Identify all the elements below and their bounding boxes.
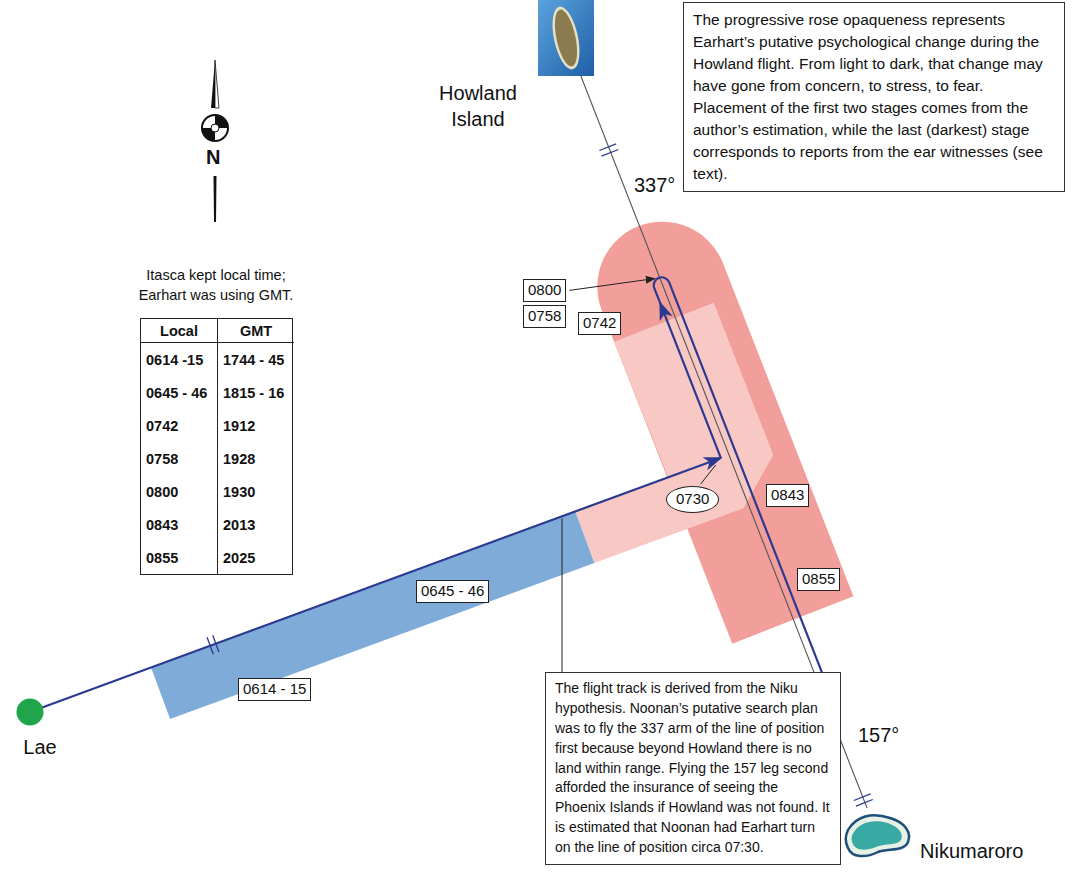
flight-track: [660, 303, 721, 458]
lae-marker: Lae: [16, 698, 44, 726]
time-label: 0855: [802, 570, 835, 589]
sea: [538, 0, 594, 76]
place-name: Nikumaroro: [920, 838, 1050, 864]
table-cell: 1912: [217, 409, 294, 442]
place-dot: [17, 699, 44, 726]
island-marker-image: [538, 0, 594, 76]
table-cell: 0645 - 46: [141, 376, 217, 409]
time-box: 0843: [766, 484, 809, 507]
beach: [548, 4, 585, 72]
table-cell: 1928: [217, 442, 294, 475]
island: [551, 8, 582, 69]
time-box: 0800: [523, 279, 566, 302]
flight-track: [654, 277, 837, 709]
time-label: 0614 - 15: [243, 680, 306, 699]
table-caption: Itasca kept local time; Earhart was usin…: [126, 266, 306, 305]
break-mark: [854, 794, 871, 801]
island-marker-image: [842, 808, 914, 864]
concern-band: [151, 511, 594, 719]
place-name: Lae: [10, 734, 70, 760]
table-cell: 2025: [217, 541, 294, 574]
time-box: 0855: [797, 568, 840, 591]
atoll-rim: [846, 815, 909, 856]
lagoon: [852, 821, 902, 849]
place-name: Howland Island: [426, 80, 530, 132]
table-cell: 0800: [141, 475, 217, 508]
stress-band: [575, 303, 773, 563]
leader-line: [701, 465, 716, 484]
time-label: 0742: [583, 314, 616, 333]
leader-line: [562, 518, 563, 672]
time-table: LocalGMT0614 -151744 - 450645 - 461815 -…: [140, 318, 293, 575]
break-mark: [602, 150, 619, 157]
note-text: The progressive rose opaqueness represen…: [693, 9, 1055, 185]
time-box: 0742: [578, 312, 621, 335]
table-cell: 0742: [141, 409, 217, 442]
compass-letter: N: [206, 144, 220, 171]
time-box: 0758: [523, 305, 566, 328]
legend-note: The progressive rose opaqueness represen…: [683, 2, 1065, 192]
north-needle: [215, 60, 219, 108]
table-cell: 0758: [141, 442, 217, 475]
time-oval: 0730: [666, 486, 719, 513]
south-needle: [214, 176, 217, 222]
note-text: The flight track is derived from the Nik…: [555, 679, 831, 858]
table-cell: 1744 - 45: [217, 343, 294, 376]
island-marker: Howland Island: [538, 0, 594, 76]
table-cell: 2013: [217, 508, 294, 541]
time-label: 0730: [676, 490, 709, 509]
time-label: 0645 - 46: [421, 582, 484, 601]
north-needle: [211, 60, 215, 108]
compass-rose: [0, 0, 300, 240]
bearing-label: 157°: [858, 722, 899, 749]
compass-hub: [211, 124, 219, 132]
table-cell: 1815 - 16: [217, 376, 294, 409]
island-marker: Nikumaroro: [842, 808, 914, 864]
time-label: 0800: [528, 281, 561, 300]
table-header: GMT: [217, 319, 294, 343]
table-cell: 0855: [141, 541, 217, 574]
table-cell: 0614 -15: [141, 343, 217, 376]
break-mark: [856, 800, 873, 807]
time-label: 0843: [771, 486, 804, 505]
leader-line: [569, 279, 654, 291]
table-cell: 0843: [141, 508, 217, 541]
table-cell: 1930: [217, 475, 294, 508]
time-box: 0645 - 46: [416, 580, 489, 603]
lae-marker-image: [16, 698, 44, 726]
track-note: The flight track is derived from the Nik…: [545, 672, 841, 865]
time-label: 0758: [528, 307, 561, 326]
table-header: Local: [141, 319, 217, 343]
break-mark: [599, 144, 616, 151]
bearing-label: 337°: [634, 172, 675, 199]
time-box: 0614 - 15: [238, 678, 311, 701]
compass-circle: [202, 115, 228, 141]
